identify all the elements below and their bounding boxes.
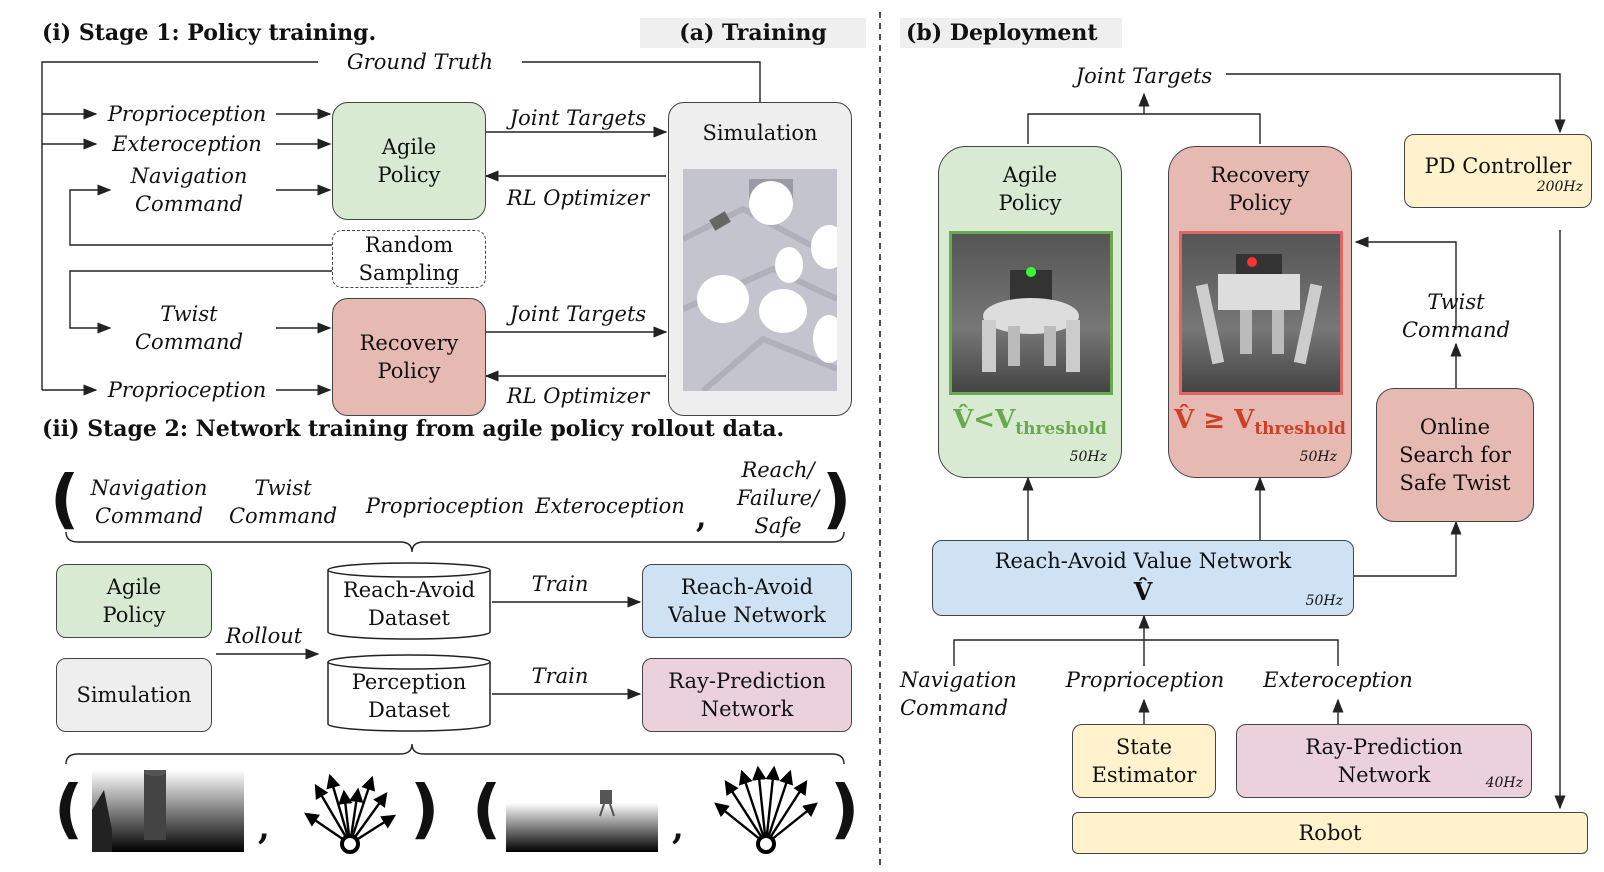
agile-condition-subscript: threshold: [1015, 419, 1107, 440]
sample2-comma: ,: [672, 808, 684, 848]
simulation-scene: [683, 169, 837, 391]
deploy-reach-avoid-network-box: Reach-Avoid Value Network V̂ 50Hz: [932, 540, 1354, 616]
recovery-threshold-condition: V̂ ≥ Vthreshold: [1169, 405, 1351, 439]
depth-image-1: [92, 770, 244, 852]
recovery-freq: 50Hz: [1299, 449, 1337, 465]
pd-controller-box: PD Controller 200Hz: [1404, 134, 1592, 208]
deploy-navigation-command-label: Navigation Command: [900, 668, 1017, 720]
sample2-open-paren: (: [472, 773, 502, 847]
stage2-ray-prediction-network-box: Ray-Prediction Network: [642, 658, 852, 732]
pd-freq: 200Hz: [1536, 179, 1583, 195]
rl-optimizer-label-2: RL Optimizer: [506, 384, 650, 408]
stage2-simulation-box: Simulation: [56, 658, 212, 732]
deploy-reach-avoid-label: Reach-Avoid Value Network: [994, 549, 1292, 573]
agile-robot-figure: [982, 267, 1080, 372]
sample1-close-paren: ): [410, 773, 440, 847]
tuple-comma: ,: [696, 500, 707, 535]
stage1-title: (i) Stage 1: Policy training.: [42, 20, 377, 46]
ray-freq: 40Hz: [1485, 775, 1523, 791]
reach-avoid-freq: 50Hz: [1305, 593, 1343, 609]
dataset-cylinder-1: [327, 562, 491, 640]
simulation-image: [683, 169, 837, 391]
rl-optimizer-label: RL Optimizer: [506, 186, 650, 210]
deploy-ray-prediction-label: Ray-Prediction Network: [1305, 735, 1463, 787]
depth-image-2-scene: [599, 790, 615, 817]
ray-fan-1: [300, 764, 400, 856]
sample1-comma: ,: [258, 808, 270, 848]
sample2-close-paren: ): [830, 773, 860, 847]
tuple-outcome: Reach/ Failure/ Safe: [736, 458, 820, 538]
agile-freq: 50Hz: [1069, 449, 1107, 465]
agile-condition-text: V̂<V: [953, 405, 1016, 435]
proprioception-label: Proprioception: [107, 102, 267, 126]
deploy-joint-targets-label: Joint Targets: [1075, 64, 1213, 88]
deploy-recovery-policy-label: Recovery Policy: [1210, 163, 1310, 215]
stage2-agile-policy-box: Agile Policy: [56, 564, 212, 638]
proprioception-label-2: Proprioception: [107, 378, 267, 402]
joint-targets-label-2: Joint Targets: [509, 302, 647, 326]
deploy-exteroception-label: Exteroception: [1263, 668, 1413, 692]
pd-controller-label: PD Controller: [1424, 154, 1572, 178]
deploy-recovery-policy-box: Recovery Policy V̂ ≥ Vthreshold 50Hz: [1168, 146, 1352, 478]
random-sampling-box: Random Sampling: [332, 230, 486, 288]
deploy-agile-policy-box: Agile Policy V̂<Vthreshold 50Hz: [938, 146, 1122, 478]
simulation-panel: Simulation: [668, 102, 852, 416]
exteroception-label: Exteroception: [112, 132, 262, 156]
recovery-robot-figure: [1195, 254, 1323, 365]
state-estimator-box: State Estimator: [1072, 724, 1216, 798]
tuple-twist-command: Twist Command: [228, 476, 338, 528]
joint-targets-label: Joint Targets: [509, 106, 647, 130]
robot-box: Robot: [1072, 812, 1588, 854]
ray-fan-2: [712, 764, 820, 856]
agile-policy-box: Agile Policy: [332, 102, 486, 220]
perception-dataset: Perception Dataset: [326, 654, 492, 732]
deploy-twist-command-label: Twist Command: [1401, 290, 1511, 342]
tuple-close-paren: ): [822, 463, 852, 537]
reach-avoid-dataset-label: Reach-Avoid Dataset: [342, 578, 476, 630]
recovery-condition-subscript: threshold: [1254, 419, 1346, 440]
dataset-cylinder-2: [327, 654, 491, 732]
recovery-policy-box: Recovery Policy: [332, 298, 486, 416]
deploy-agile-policy-label: Agile Policy: [998, 163, 1062, 215]
tuple-exteroception: Exteroception: [535, 494, 685, 518]
rollout-label: Rollout: [225, 624, 303, 648]
deploy-ray-prediction-box: Ray-Prediction Network 40Hz: [1236, 724, 1532, 798]
agile-threshold-condition: V̂<Vthreshold: [939, 405, 1121, 439]
agile-robot-photo: [949, 231, 1113, 395]
reach-avoid-dataset: Reach-Avoid Dataset: [326, 562, 492, 640]
train-label-1: Train: [531, 572, 589, 596]
sample1-open-paren: (: [54, 773, 84, 847]
depth-image-1-scene: [92, 770, 166, 852]
depth-image-2: [506, 770, 658, 852]
simulation-label: Simulation: [702, 121, 818, 145]
stage2-reach-avoid-network-box: Reach-Avoid Value Network: [642, 564, 852, 638]
train-label-2: Train: [531, 664, 589, 688]
deployment-title: (b) Deployment: [900, 18, 1122, 48]
recovery-condition-text: V̂ ≥ V: [1174, 405, 1255, 435]
ray-fan-1-icon: [304, 773, 397, 854]
deploy-proprioception-label: Proprioception: [1065, 668, 1225, 692]
tuple-open-paren: (: [50, 463, 80, 537]
perception-dataset-label: Perception Dataset: [351, 670, 467, 722]
value-symbol: V̂: [1133, 577, 1153, 606]
training-tag: (a) Training: [640, 18, 866, 48]
navigation-command-label: Navigation Command: [130, 164, 248, 216]
ray-fan-2-icon: [714, 765, 818, 854]
twist-command-label: Twist Command: [134, 302, 244, 354]
ground-truth-label: Ground Truth: [318, 48, 522, 76]
tuple-proprioception: Proprioception: [365, 494, 525, 518]
tuple-navigation-command: Navigation Command: [90, 476, 208, 528]
online-search-box: Online Search for Safe Twist: [1376, 388, 1534, 522]
recovery-robot-photo: [1179, 231, 1343, 395]
stage2-title: (ii) Stage 2: Network training from agil…: [42, 416, 785, 442]
